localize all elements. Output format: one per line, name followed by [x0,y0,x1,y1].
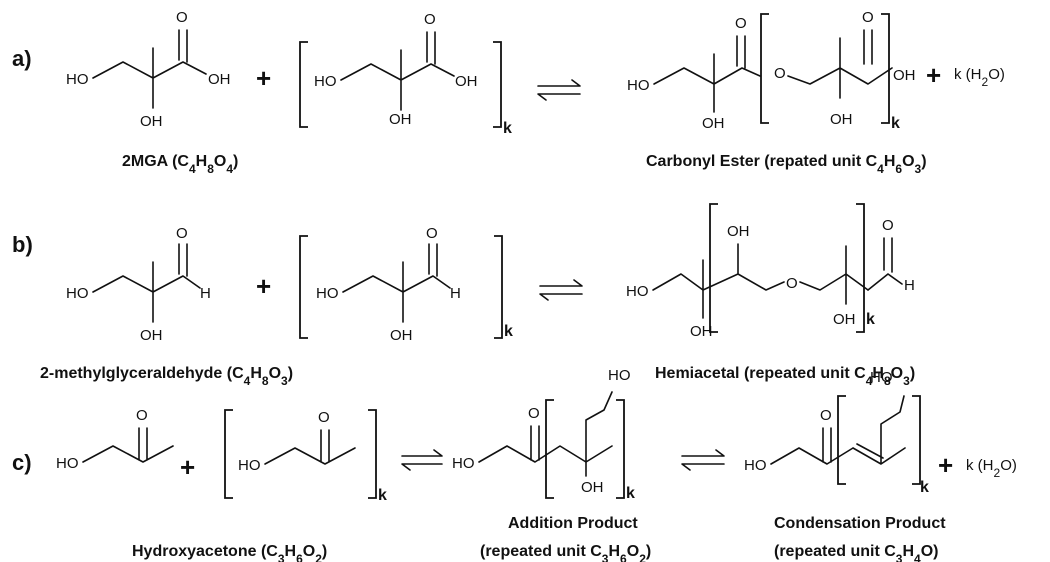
equilibrium-arrow [681,449,725,471]
caption-2mga: 2MGA (C4H8O4) [122,153,238,176]
atom-oh: OH [690,323,713,340]
atom-o: O [426,225,438,242]
atom-o: O [424,11,436,28]
atom-ho: HO [452,455,475,472]
molecule-hemiacetal: HO OH OH O OH O H k [626,203,915,340]
atom-ho: HO [66,71,89,88]
atom-h: H [904,277,915,294]
atom-o: O [820,407,832,424]
atom-oh: OH [727,223,750,240]
plus-sign: + [926,60,941,90]
water-k: k (H2O) [966,457,1017,480]
caption-carbonyl-ester: Carbonyl Ester (repated unit C4H6O3) [646,153,927,176]
atom-ho: HO [870,369,893,386]
molecule-methylglyceraldehyde: HO O H OH [66,225,211,344]
atom-ho: HO [316,285,339,302]
atom-o: O [528,405,540,422]
row-a: a) HO O OH OH + HO O OH OH k HO [12,9,1005,176]
plus-sign: + [938,450,953,480]
caption-addition-product: Addition Product [508,515,638,532]
atom-o: O [735,15,747,32]
atom-oh: OH [455,73,478,90]
molecule-2mga: HO O OH OH [66,9,231,130]
row-c-label: c) [12,450,32,475]
atom-o: O [882,217,894,234]
molecule-methylglyceraldehyde-repeat: HO O H OH k [299,225,513,344]
molecule-condensation-product: HO O HO k [744,369,929,496]
caption-condensation-product: Condensation Product [774,515,946,532]
row-b-label: b) [12,232,33,257]
subscript-k: k [503,120,512,137]
row-a-label: a) [12,46,32,71]
atom-ho: HO [626,283,649,300]
row-c: c) HO O + HO O k HO O HO OH [12,367,1017,562]
atom-h: H [450,285,461,302]
caption-condensation-unit: (repeated unit C3H4O) [774,543,939,562]
atom-ho: HO [627,77,650,94]
atom-oh: OH [389,111,412,128]
atom-o: O [176,9,188,26]
atom-oh: OH [893,67,916,84]
atom-ho: HO [238,457,261,474]
atom-ho: HO [608,367,631,384]
caption-hemiacetal: Hemiacetal (repeated unit C4H8O3) [655,365,915,388]
caption-addition-unit: (repeated unit C3H6O2) [480,543,651,562]
atom-o: O [318,409,330,426]
atom-oh: OH [140,113,163,130]
atom-o: O [774,65,786,82]
subscript-k: k [920,479,929,496]
atom-oh: OH [833,311,856,328]
atom-o: O [862,9,874,26]
plus-sign: + [256,271,271,301]
plus-sign: + [256,63,271,93]
atom-h: H [200,285,211,302]
atom-ho: HO [744,457,767,474]
caption-methylglyceraldehyde: 2-methylglyceraldehyde (C4H8O3) [40,365,293,388]
atom-oh: OH [702,115,725,132]
water-k: k (H2O) [954,66,1005,89]
subscript-k: k [891,115,900,132]
atom-ho: HO [56,455,79,472]
row-b: b) HO O H OH + HO O H OH k HO OH [12,203,915,388]
equilibrium-arrow [539,279,583,301]
caption-hydroxyacetone: Hydroxyacetone (C3H6O2) [132,543,327,562]
atom-ho: HO [314,73,337,90]
subscript-k: k [626,485,635,502]
molecule-addition-product: HO O HO OH k [452,367,635,502]
subscript-k: k [504,323,513,340]
atom-oh: OH [208,71,231,88]
equilibrium-arrow [401,449,443,471]
atom-oh: OH [830,111,853,128]
molecule-hydroxyacetone: HO O [56,407,174,472]
atom-oh: OH [581,479,604,496]
plus-sign: + [180,452,195,482]
equilibrium-arrow [537,79,581,101]
atom-oh: OH [140,327,163,344]
subscript-k: k [866,311,875,328]
atom-o: O [786,275,798,292]
molecule-hydroxyacetone-repeat: HO O k [224,409,387,504]
atom-o: O [136,407,148,424]
atom-oh: OH [390,327,413,344]
molecule-2mga-repeat: HO O OH OH k [299,11,512,137]
atom-o: O [176,225,188,242]
subscript-k: k [378,487,387,504]
atom-ho: HO [66,285,89,302]
molecule-carbonyl-ester: HO O OH O O OH OH k [627,9,916,132]
